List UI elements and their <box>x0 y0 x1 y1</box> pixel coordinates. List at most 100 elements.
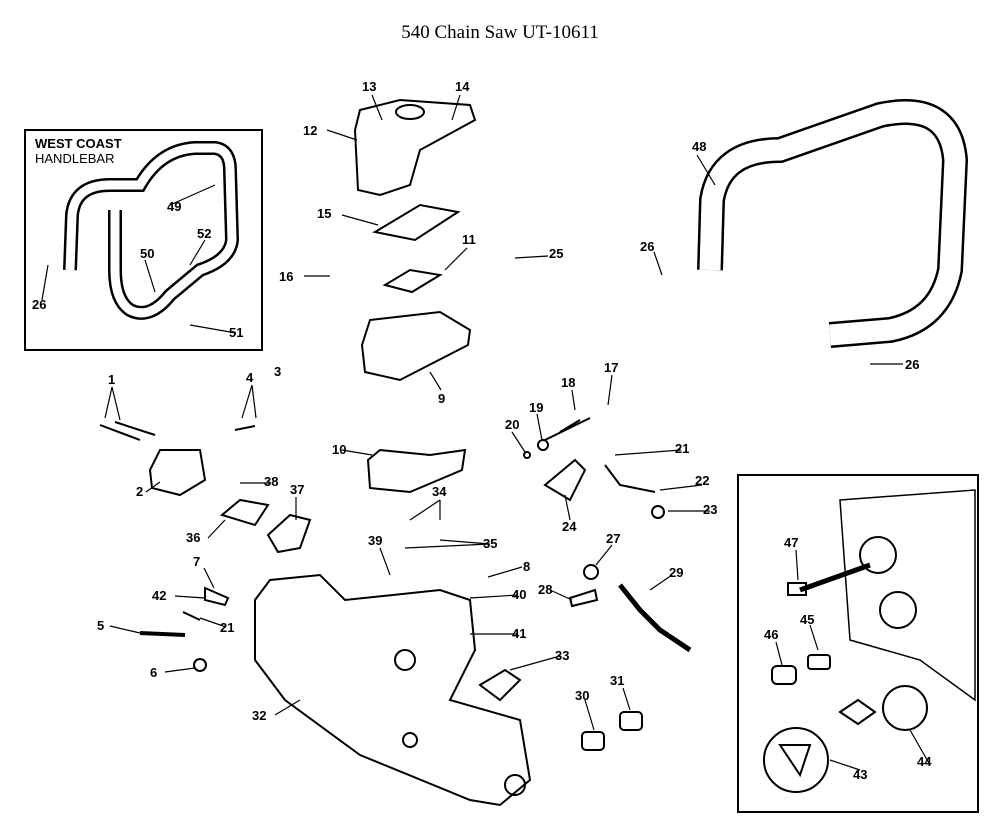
carburetor-housing <box>360 310 472 382</box>
callout: 41 <box>512 626 527 641</box>
callout: 8 <box>523 559 531 574</box>
callout-49: 49 <box>167 199 182 214</box>
plate-37 <box>266 513 312 554</box>
plug-23 <box>651 505 665 519</box>
bushing-31 <box>619 711 643 731</box>
bracket-33 <box>478 668 522 702</box>
callout-26: 26 <box>32 297 47 312</box>
nut-6 <box>193 658 207 672</box>
west-coast-inset-frame <box>24 129 263 351</box>
callout: 7 <box>193 554 201 569</box>
throttle-trigger <box>543 458 587 502</box>
callout: 29 <box>669 565 684 580</box>
body-boss <box>394 649 416 671</box>
callout-45: 45 <box>800 612 815 627</box>
inset-title-line1: WEST COAST <box>35 136 122 151</box>
screws-1 <box>99 421 156 441</box>
gasket <box>382 268 443 294</box>
callout: 34 <box>432 484 447 499</box>
callout: 39 <box>368 533 383 548</box>
callout: 18 <box>561 375 576 390</box>
cylinder-cover <box>353 98 477 197</box>
callout: 30 <box>575 688 590 703</box>
callout-52: 52 <box>197 226 212 241</box>
callout: 2 <box>136 484 144 499</box>
tank-outline <box>839 489 976 702</box>
air-filter <box>372 203 461 242</box>
cap-47 <box>787 582 807 596</box>
callout: 21 <box>220 620 235 635</box>
callout: 17 <box>604 360 619 375</box>
callout: 1 <box>108 372 116 387</box>
inset-title-line2: HANDLEBAR <box>35 151 115 166</box>
callout-47: 47 <box>784 535 799 550</box>
callout: 27 <box>606 531 621 546</box>
callout: 3 <box>274 364 282 379</box>
callout: 21 <box>675 441 690 456</box>
callout: 12 <box>303 123 318 138</box>
callout: 11 <box>462 232 476 247</box>
pin-21 <box>182 611 201 621</box>
callout: 31 <box>610 673 625 688</box>
callout: 37 <box>290 482 305 497</box>
callout: 4 <box>246 370 254 385</box>
callout: 15 <box>317 206 332 221</box>
retainer <box>838 698 877 726</box>
fuel-cap-inset-frame <box>737 474 979 813</box>
callout: 38 <box>264 474 279 489</box>
callout: 48 <box>692 139 707 154</box>
callout: 24 <box>562 519 577 534</box>
callout: 40 <box>512 587 527 602</box>
throttle-rod <box>604 464 656 493</box>
gasket-36 <box>219 498 270 527</box>
cap-47-stem <box>799 562 871 593</box>
callout: 26 <box>640 239 655 254</box>
leader-lines <box>41 94 931 771</box>
fitting-27 <box>583 564 599 580</box>
o-ring-44 <box>882 685 928 731</box>
fuel-line-29 <box>618 583 692 653</box>
callout: 23 <box>703 502 718 517</box>
callout: 36 <box>186 530 201 545</box>
callout-51: 51 <box>229 325 244 340</box>
callout-46: 46 <box>764 627 779 642</box>
oil-pump <box>148 449 207 497</box>
fill-neck-lower <box>879 591 917 629</box>
callout: 22 <box>695 473 710 488</box>
callout: 35 <box>483 536 498 551</box>
fuel-cap-43 <box>763 727 829 793</box>
callout: 26 <box>905 357 920 372</box>
fill-neck-upper <box>859 536 897 574</box>
callout: 10 <box>332 442 347 457</box>
saw-body <box>254 573 532 807</box>
diagram-title: 540 Chain Saw UT-10611 <box>401 22 599 43</box>
callout: 6 <box>150 665 158 680</box>
part-45 <box>807 654 831 670</box>
callout: 5 <box>97 618 105 633</box>
callout: 32 <box>252 708 267 723</box>
callout: 28 <box>538 582 553 597</box>
callout: 13 <box>362 79 377 94</box>
spring-18 <box>544 417 591 441</box>
callout: 33 <box>555 648 570 663</box>
cover-cap <box>395 104 425 120</box>
callout: 14 <box>455 79 470 94</box>
bolt-5 <box>139 631 186 637</box>
callout: 9 <box>438 391 446 406</box>
callout: 20 <box>505 417 520 432</box>
body-boss-rear <box>504 774 526 796</box>
bushing-30 <box>581 731 605 751</box>
bracket-7 <box>204 586 230 607</box>
shroud-10 <box>366 448 467 494</box>
callout: 42 <box>152 588 167 603</box>
callout-43: 43 <box>853 767 868 782</box>
callout-50: 50 <box>140 246 155 261</box>
callout: 19 <box>529 400 544 415</box>
callout: 16 <box>279 269 294 284</box>
callout: 25 <box>549 246 564 261</box>
pin-4 <box>234 425 256 431</box>
callout-44: 44 <box>917 754 932 769</box>
cap-46 <box>771 665 797 685</box>
